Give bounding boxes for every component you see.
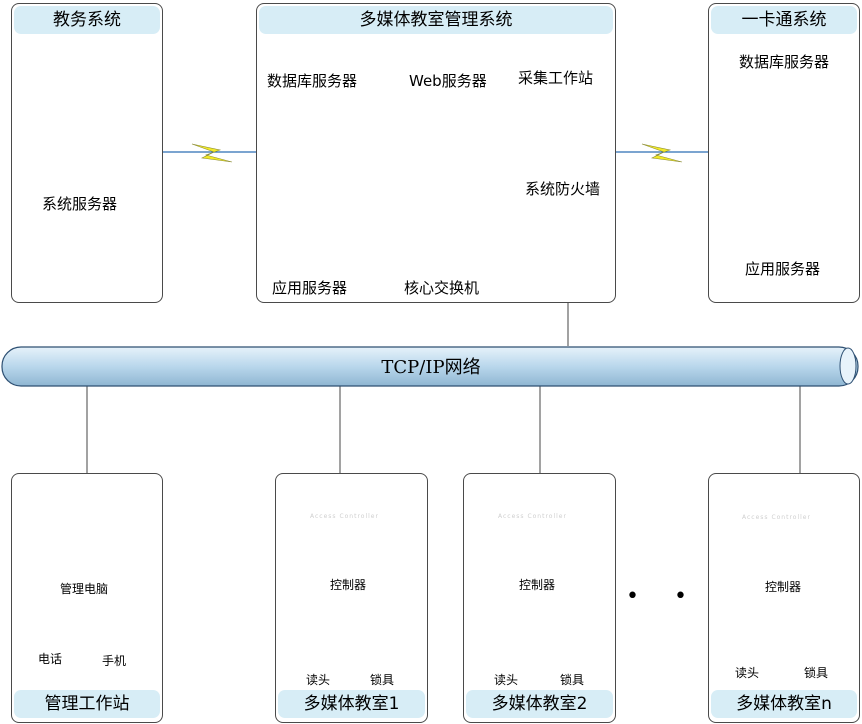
lightning-bolt-icon — [191, 143, 233, 163]
application-server-label: 应用服务器 — [745, 260, 821, 278]
network-bus-label: TCP/IP网络 — [381, 357, 481, 378]
management-pc-label: 管理电脑 — [60, 582, 109, 596]
panel-title: 教务系统 — [14, 6, 160, 34]
controller-label: 控制器 — [519, 578, 556, 592]
controller-screen-text: Access Controller — [310, 513, 379, 520]
controller-screen-text: Access Controller — [742, 514, 811, 521]
system-server-label: 系统服务器 — [42, 195, 118, 213]
tcpip-network-bus — [1, 346, 859, 387]
reader-label: 读头 — [735, 666, 760, 680]
lock-label: 锁具 — [804, 666, 829, 680]
lock-label: 锁具 — [560, 673, 585, 687]
mobile-label: 手机 — [102, 654, 127, 668]
classroom-panel: 多媒体教室2 — [463, 473, 616, 723]
workstation-label: 采集工作站 — [518, 69, 594, 87]
lock-label: 锁具 — [370, 673, 395, 687]
panel-title: 多媒体教室1 — [278, 690, 425, 718]
lightning-bolt-icon — [641, 143, 683, 163]
reader-label: 读头 — [494, 673, 519, 687]
classroom-panel: 多媒体教室1 — [275, 473, 428, 723]
controller-screen-text: Access Controller — [498, 513, 567, 520]
panel-title: 一卡通系统 — [711, 6, 857, 34]
application-server-label: 应用服务器 — [272, 279, 348, 297]
phone-label: 电话 — [38, 652, 63, 666]
management-workstation-panel: 管理工作站 — [11, 473, 163, 723]
link-multimedia-card — [614, 143, 709, 163]
web-server-label: Web服务器 — [409, 72, 487, 90]
panel-title: 多媒体教室n — [711, 690, 857, 718]
reader-label: 读头 — [306, 673, 331, 687]
classroom-panel: 多媒体教室n — [708, 473, 860, 723]
panel-title: 多媒体教室2 — [466, 690, 613, 718]
card-system-panel: 一卡通系统 — [708, 3, 860, 303]
academic-system-panel: 教务系统 — [11, 3, 163, 303]
link-academic-multimedia — [162, 143, 257, 163]
controller-label: 控制器 — [330, 578, 367, 592]
panel-title: 管理工作站 — [14, 690, 160, 718]
panel-title: 多媒体教室管理系统 — [259, 6, 613, 34]
database-server-label: 数据库服务器 — [267, 72, 358, 90]
database-server-label: 数据库服务器 — [739, 53, 830, 71]
controller-label: 控制器 — [765, 580, 802, 594]
firewall-label: 系统防火墙 — [525, 180, 601, 198]
core-switch-label: 核心交换机 — [404, 279, 480, 297]
bus-drops — [86, 386, 801, 474]
multimedia-system-panel: 多媒体教室管理系统 — [256, 3, 616, 303]
